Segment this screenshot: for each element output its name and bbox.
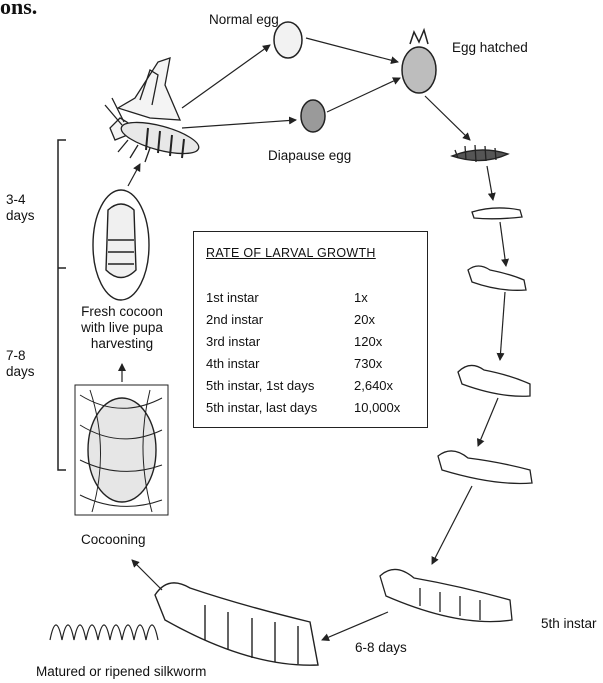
normal-egg-label: Normal egg xyxy=(209,12,279,28)
fifth-instar-larva xyxy=(380,569,512,621)
matured-silkworm-illustration xyxy=(155,583,318,665)
days-6-8-label: 6-8 days xyxy=(355,640,407,656)
third-instar-larva xyxy=(468,266,526,290)
growth-rate: 730x xyxy=(354,356,382,371)
growth-stage: 2nd instar xyxy=(206,312,263,327)
growth-rate: 2,640x xyxy=(354,378,393,393)
growth-stage: 3rd instar xyxy=(206,334,260,349)
growth-rate: 20x xyxy=(354,312,375,327)
growth-stage: 1st instar xyxy=(206,290,259,305)
growth-stage: 5th instar, 1st days xyxy=(206,378,314,393)
days-3-4-label: 3-4 days xyxy=(6,192,35,224)
fourth-instar-larva xyxy=(458,365,530,396)
second-instar-larva xyxy=(472,208,522,219)
growth-rate: 120x xyxy=(354,334,382,349)
diapause-egg-label: Diapause egg xyxy=(268,148,351,164)
hatched-egg-illustration xyxy=(402,30,436,93)
larval-growth-table: RATE OF LARVAL GROWTH 1st instar 1x 2nd … xyxy=(193,231,428,428)
cocooning-label: Cocooning xyxy=(81,532,146,548)
duration-bracket xyxy=(58,140,66,470)
growth-table-title: RATE OF LARVAL GROWTH xyxy=(206,246,376,260)
growth-stage: 5th instar, last days xyxy=(206,400,317,415)
pupa-in-cocoon-illustration xyxy=(93,190,149,300)
fresh-cocoon-label: Fresh cocoon with live pupa harvesting xyxy=(72,304,172,352)
egg-hatched-label: Egg hatched xyxy=(452,40,528,56)
fifth-instar-larva-early xyxy=(438,451,532,484)
growth-stage: 4th instar xyxy=(206,356,259,371)
fifth-instar-label: 5th instar xyxy=(541,616,597,632)
matured-silkworm-label: Matured or ripened silkworm xyxy=(36,664,206,680)
growth-rate: 1x xyxy=(354,290,368,305)
silk-thread-spiral xyxy=(50,625,158,640)
days-7-8-label: 7-8 days xyxy=(6,348,35,380)
growth-rate: 10,000x xyxy=(354,400,400,415)
diapause-egg-illustration xyxy=(301,100,325,132)
silk-moth-illustration xyxy=(105,58,202,162)
first-instar-larva xyxy=(452,145,508,162)
cocoon-mesh-illustration xyxy=(75,385,168,515)
